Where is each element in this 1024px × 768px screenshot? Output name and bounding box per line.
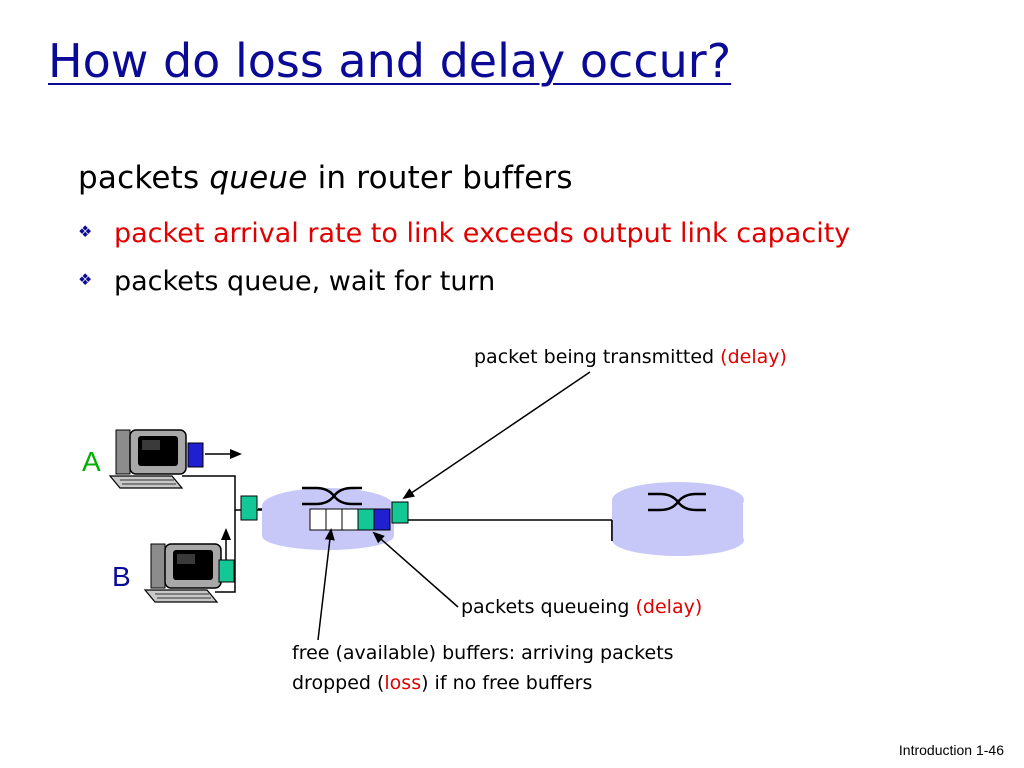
arrow-to-transmitted [402,371,591,500]
label-packet-transmitted: packet being transmitted (delay) [474,346,787,368]
slide-title: How do loss and delay occur? [48,34,732,88]
arrow-to-free-buffers [317,528,335,641]
lead-text: packets queue in router buffers [78,160,573,196]
incoming-packet [240,495,258,521]
bullet-diamond-icon: ❖ [78,270,93,289]
slide-footer: Introduction 1-46 [898,742,1004,758]
transmitted-packet [391,501,409,524]
computer-a-icon [108,429,187,489]
router-queue [309,508,391,531]
packet-b [218,559,235,583]
host-a-label: A [82,446,101,477]
bullet-queue-wait: ❖packets queue, wait for turn [78,266,496,297]
label-packets-queueing: packets queueing (delay) [461,596,703,618]
bullet-arrival-rate: ❖packet arrival rate to link exceeds out… [78,218,851,249]
packet-a [187,442,204,468]
host-b-label: B [112,561,131,592]
bullet-diamond-icon: ❖ [78,222,93,241]
label-free-buffers-line1: free (available) buffers: arriving packe… [292,642,674,664]
router-1-crossarrows-icon [302,486,362,506]
router-2 [612,482,744,556]
label-free-buffers-line2: dropped (loss) if no free buffers [292,672,593,694]
links [182,475,614,593]
arrow-to-queue [372,531,459,608]
router-2-crossarrows-icon [648,492,706,512]
computer-b-icon [143,543,222,603]
